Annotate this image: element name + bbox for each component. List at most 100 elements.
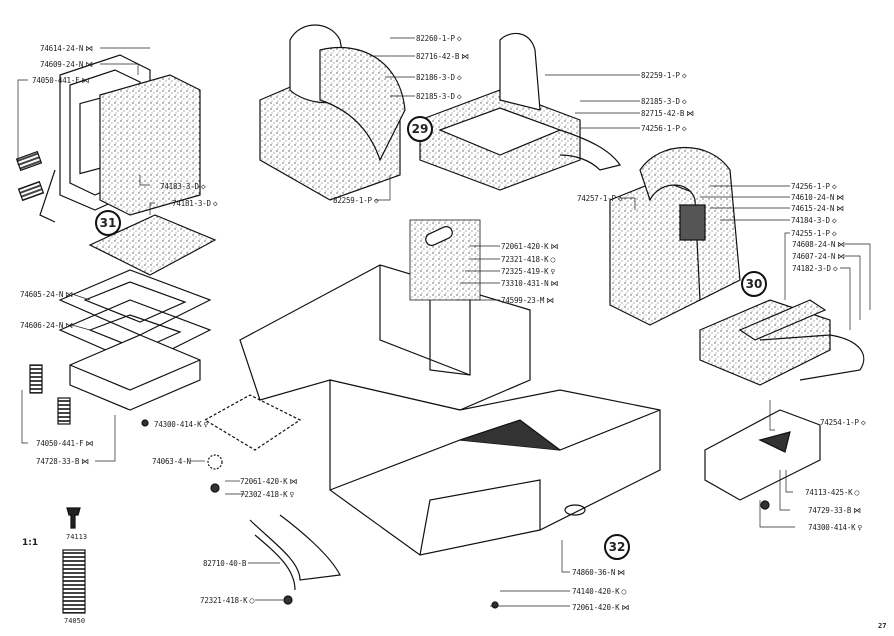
brush-assembly-30 — [609, 146, 865, 386]
part-label-74050-bottom: 74050-441-F⋈ — [36, 439, 93, 448]
part-code: 74599-23-M — [501, 296, 545, 305]
part-label-74183: 74183-3-D◇ — [160, 182, 206, 191]
bowtie-icon: ⋈ — [617, 568, 625, 577]
part-code: 72325-419-K — [501, 267, 549, 276]
diamond-icon: ◇ — [456, 92, 462, 101]
sample-spring-74050 — [62, 549, 86, 614]
part-label-82716: 82716-42-B⋈ — [416, 52, 469, 61]
part-label-72302: 72302-418-K♀ — [240, 490, 294, 499]
part-code: 74608-24-N — [792, 240, 836, 249]
bulb-icon: ♀ — [289, 490, 295, 499]
part-label-74605: 74605-24-N⋈ — [20, 290, 73, 299]
sample-screw-74113 — [66, 507, 81, 529]
part-code: 74610-24-N — [791, 193, 835, 202]
bowtie-icon: ⋈ — [837, 252, 845, 261]
bowtie-icon: ⋈ — [85, 44, 93, 53]
part-code: 74257-1-P — [577, 194, 616, 203]
part-code: 82715-42-B — [641, 109, 685, 118]
part-code: 74183-3-D — [160, 182, 199, 191]
part-label-74728: 74728-33-B⋈ — [36, 457, 89, 466]
part-code: 74050-441-F — [36, 439, 84, 448]
part-code: 82710-40-B — [203, 559, 247, 568]
part-code: 74254-1-P — [820, 418, 859, 427]
part-code: 74860-36-N — [572, 568, 616, 577]
part-label-74300-a: 74300-414-K♀ — [154, 420, 208, 429]
circle-icon: ○ — [621, 587, 627, 596]
part-label-82259-a: 82259-1-P◇ — [641, 71, 687, 80]
part-code: 74609-24-N — [40, 60, 84, 69]
bulb-icon: ♀ — [203, 420, 209, 429]
part-code: 74184-3-D — [791, 216, 830, 225]
gear-plate-74063 — [203, 394, 302, 451]
callout-30: 30 — [741, 271, 767, 297]
part-code: 74182-3-D — [792, 264, 831, 273]
part-label-82186: 82186-3-D◇ — [416, 73, 462, 82]
part-label-74184: 74184-3-D◇ — [791, 216, 837, 225]
part-label-82259-b: 82259-1-P◇ — [333, 196, 379, 205]
part-code: 74113-425-K — [805, 488, 853, 497]
callout-31: 31 — [95, 210, 121, 236]
bowtie-icon: ⋈ — [546, 296, 554, 305]
part-label-72321-b: 72321-418-K○ — [200, 596, 254, 605]
part-label-74050-top: 74050-441-F⋈ — [32, 76, 89, 85]
part-label-74113: 74113-425-K○ — [805, 488, 859, 497]
diamond-icon: ◇ — [681, 71, 687, 80]
bulb-icon: ♀ — [857, 523, 863, 532]
page-number: 27 — [878, 622, 887, 630]
bowtie-icon: ⋈ — [853, 506, 861, 515]
part-code: 74606-24-N — [20, 321, 64, 330]
main-housing-32 — [239, 219, 661, 556]
part-label-82260: 82260-1-P◇ — [416, 34, 462, 43]
part-code: 74605-24-N — [20, 290, 64, 299]
diamond-icon: ◇ — [831, 216, 837, 225]
part-code: 74615-24-N — [791, 204, 835, 213]
scale-label: 1:1 — [22, 538, 39, 548]
part-label-72321-a: 72321-418-K○ — [501, 255, 555, 264]
bowtie-icon: ⋈ — [550, 279, 559, 288]
diamond-icon: ◇ — [200, 182, 206, 191]
part-label-74606: 74606-24-N⋈ — [20, 321, 73, 330]
diamond-icon: ◇ — [456, 34, 462, 43]
part-label-74256-b: 74256-1-P◇ — [791, 182, 837, 191]
part-label-74729: 74729-33-B⋈ — [808, 506, 861, 515]
part-code: 82259-1-P — [641, 71, 680, 80]
part-code: 72061-420-K — [501, 242, 549, 251]
brush-holder-assembly-31 — [15, 54, 201, 223]
part-code: 72302-418-K — [240, 490, 288, 499]
part-label-74257: 74257-1-P◇ — [577, 194, 623, 203]
part-code: 74256-1-P — [791, 182, 830, 191]
part-code: 74181-3-D — [172, 199, 211, 208]
bowtie-icon: ⋈ — [686, 109, 694, 118]
part-label-74256-a: 74256-1-P◇ — [641, 124, 687, 133]
tray-74729 — [704, 409, 821, 501]
part-label-82185-a: 82185-3-D◇ — [416, 92, 462, 101]
part-code: 82260-1-P — [416, 34, 455, 43]
part-label-74181: 74181-3-D◇ — [172, 199, 218, 208]
part-code: 74255-1-P — [791, 229, 830, 238]
part-label-74599: 74599-23-M⋈ — [501, 296, 554, 305]
bowtie-icon: ⋈ — [85, 60, 93, 69]
part-label-82715: 82715-42-B⋈ — [641, 109, 694, 118]
part-code: 74607-24-N — [792, 252, 836, 261]
diamond-icon: ◇ — [831, 229, 837, 238]
part-label-74860: 74860-36-N⋈ — [572, 568, 625, 577]
diamond-icon: ◇ — [681, 124, 687, 133]
part-code: 82186-3-D — [416, 73, 455, 82]
part-label-74063: 74063-4-N — [152, 457, 191, 466]
bowtie-icon: ⋈ — [65, 290, 73, 299]
bulb-icon: ♀ — [550, 267, 556, 276]
part-label-72061-c: 72061-420-K⋈ — [572, 603, 629, 612]
base-74728 — [69, 334, 201, 411]
bowtie-icon: ⋈ — [65, 321, 73, 330]
callout-32: 32 — [604, 534, 630, 560]
diamond-icon: ◇ — [212, 199, 218, 208]
bowtie-icon: ⋈ — [621, 603, 630, 612]
part-code: 82259-1-P — [333, 196, 372, 205]
bowtie-icon: ⋈ — [550, 242, 559, 251]
bowtie-icon: ⋈ — [81, 457, 89, 466]
part-code: 74256-1-P — [641, 124, 680, 133]
bowtie-icon: ⋈ — [461, 52, 469, 61]
sample-spring-label: 74050 — [64, 617, 86, 625]
bowtie-icon: ⋈ — [85, 439, 94, 448]
